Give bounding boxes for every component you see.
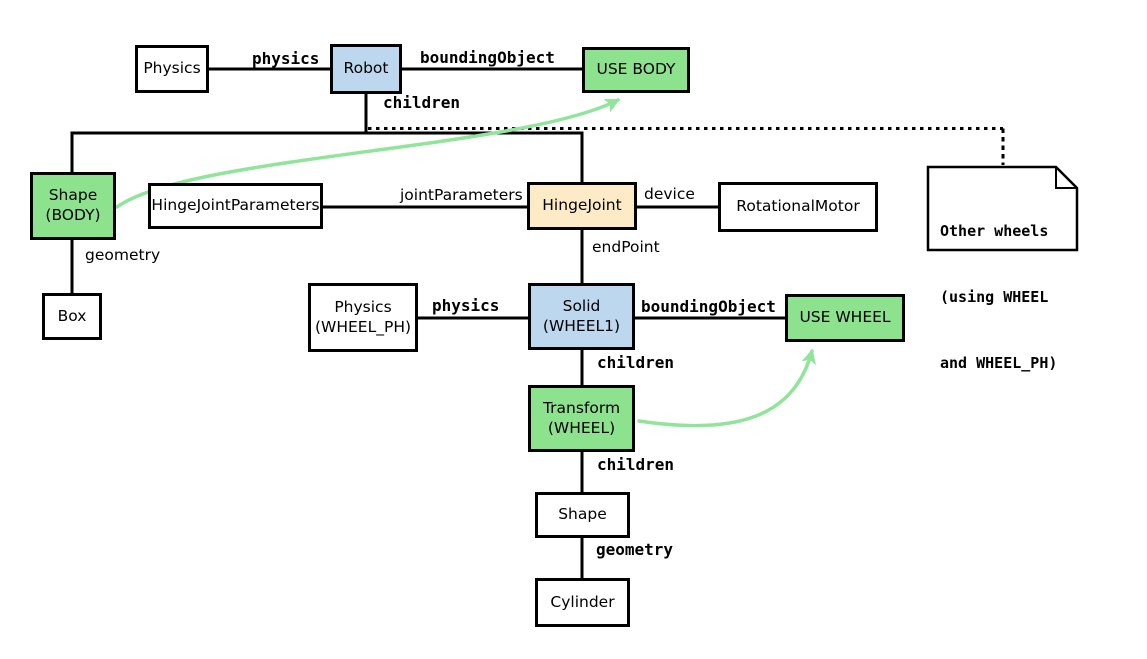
node-label: Physics xyxy=(334,297,392,316)
node-label: Box xyxy=(57,306,87,325)
note-fold-icon xyxy=(1055,167,1077,189)
node-robot: Robot xyxy=(330,44,402,94)
node-use-wheel: USE WHEEL xyxy=(785,294,905,342)
node-sublabel: (WHEEL1) xyxy=(542,316,621,335)
green-arrow-wheel-reuse xyxy=(637,348,816,428)
edge-label-physics-top: physics xyxy=(252,49,320,68)
node-transform-wheel: Transform (WHEEL) xyxy=(528,385,635,452)
edge-label-bounding-object-top: boundingObject xyxy=(420,48,555,67)
edge-label-geometry-shape: geometry xyxy=(596,540,674,559)
note-line: (using WHEEL xyxy=(940,288,1049,306)
node-solid-wheel1: Solid (WHEEL1) xyxy=(528,283,635,350)
edge-label-joint-parameters: jointParameters xyxy=(400,186,523,204)
note-line: and WHEEL_PH) xyxy=(940,354,1058,372)
note-line: Other wheels xyxy=(940,222,1049,240)
node-label: RotationalMotor xyxy=(736,197,860,216)
edge-label-children-top: children xyxy=(383,93,461,112)
node-use-body: USE BODY xyxy=(582,47,690,93)
node-label: Shape xyxy=(48,186,98,205)
node-label: Cylinder xyxy=(550,592,615,611)
node-physics-top: Physics xyxy=(135,45,209,93)
node-label: USE WHEEL xyxy=(799,308,891,327)
children-trunk-line xyxy=(70,131,584,182)
edge-label-device: device xyxy=(644,185,695,203)
note-other-wheels: Other wheels (using WHEEL and WHEEL_PH) xyxy=(940,176,1057,418)
node-sublabel: (WHEEL_PH) xyxy=(314,317,412,336)
edge-label-end-point: endPoint xyxy=(592,238,660,256)
edge-label-children-solid: children xyxy=(597,353,675,372)
node-label: HingeJoint xyxy=(542,196,622,215)
node-shape-mid: Shape xyxy=(535,492,630,538)
node-rotational-motor: RotationalMotor xyxy=(718,182,878,232)
edge-label-geometry-body: geometry xyxy=(85,246,161,264)
edge-label-physics-wheel: physics xyxy=(432,296,500,315)
node-sublabel: (WHEEL) xyxy=(547,418,616,437)
node-label: USE BODY xyxy=(596,60,676,79)
node-label: Physics xyxy=(143,59,201,78)
node-hinge-joint-parameters: HingeJointParameters xyxy=(148,183,323,229)
node-cylinder: Cylinder xyxy=(535,578,630,627)
node-label: HingeJointParameters xyxy=(151,196,320,215)
node-label: Robot xyxy=(343,59,389,78)
note-shape xyxy=(926,165,1079,252)
node-label: Transform xyxy=(542,398,621,417)
node-label: Shape xyxy=(558,505,607,524)
node-hinge-joint: HingeJoint xyxy=(527,182,637,230)
node-sublabel: (BODY) xyxy=(45,206,101,224)
node-shape-body: Shape (BODY) xyxy=(30,172,116,240)
node-physics-wheel: Physics (WHEEL_PH) xyxy=(308,283,418,352)
edge-label-children-transform: children xyxy=(597,455,675,474)
node-box: Box xyxy=(42,293,102,340)
edge-label-bounding-object-wheel: boundingObject xyxy=(641,297,776,316)
node-label: Solid xyxy=(562,296,601,315)
